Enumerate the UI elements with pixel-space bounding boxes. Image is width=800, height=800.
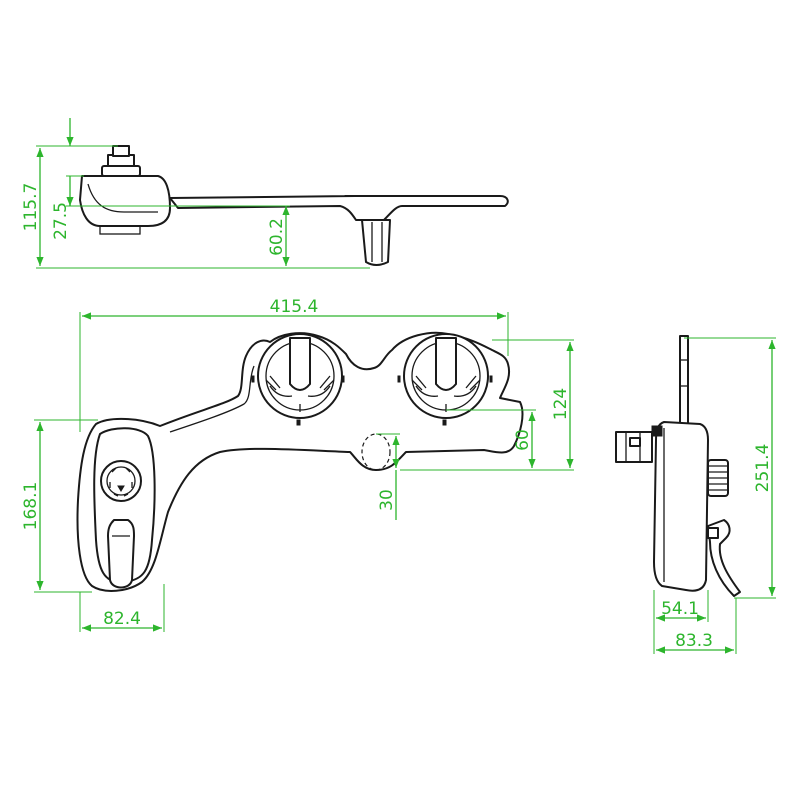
dim-plan-nozzle-offset: 60: [513, 429, 533, 451]
dim-plan-control-height: 168.1: [21, 482, 41, 531]
dim-side-total-height: 251.4: [753, 444, 773, 493]
top-control-foot: [99, 225, 141, 235]
side-view-dimensions: 251.4 54.1 83.3: [653, 337, 776, 654]
side-top-clip: [651, 425, 663, 437]
top-knob-base: [101, 165, 141, 177]
plan-control-panel: [93, 427, 156, 589]
plan-view-dimensions: 415.4 168.1 82.4 124 60 30: [21, 297, 574, 632]
hidden-nozzle-outline: [361, 433, 391, 471]
control-lever: [107, 519, 135, 589]
side-view: [615, 335, 741, 597]
side-body: [653, 421, 709, 592]
top-plate: [169, 195, 509, 221]
side-knob: [615, 431, 653, 463]
plan-view: [76, 331, 524, 592]
top-view-dimensions: 115.7 27.5 60.2: [21, 118, 370, 269]
top-control-body: [79, 175, 171, 227]
dim-top-nozzle-depth: 60.2: [267, 218, 287, 256]
dim-side-overall-depth: 83.3: [675, 631, 713, 651]
dim-side-body-depth: 54.1: [661, 599, 699, 619]
dim-plan-nozzle-width: 30: [377, 489, 397, 511]
side-dial: [707, 459, 729, 497]
top-nozzle-stem: [361, 219, 391, 266]
dim-top-knob-height: 27.5: [51, 202, 71, 240]
top-view: [79, 145, 509, 266]
dim-plan-total-length: 415.4: [270, 297, 319, 317]
dim-top-overall-height: 115.7: [21, 183, 41, 232]
dim-plan-bracket-depth: 124: [551, 388, 571, 420]
right-seat-mount: [403, 333, 489, 426]
dim-plan-control-width: 82.4: [103, 609, 141, 629]
top-knob-cap: [112, 145, 130, 157]
side-plate: [679, 335, 689, 427]
left-seat-mount: [257, 333, 343, 426]
